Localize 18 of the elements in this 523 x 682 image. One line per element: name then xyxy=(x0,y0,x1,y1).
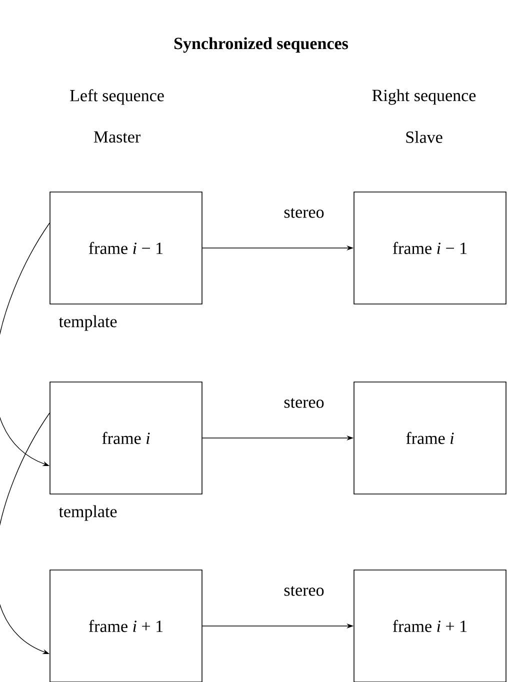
column-heading: Left sequence xyxy=(70,89,164,105)
edge-label: template xyxy=(58,314,118,332)
edge-label: stereo xyxy=(282,397,326,409)
curved-arrow xyxy=(0,412,50,654)
frame-box: frame i − 1 xyxy=(354,192,506,304)
frame-box: frame i − 1 xyxy=(50,192,202,304)
frame-box: frame i + 1 xyxy=(50,570,202,682)
curved-arrow xyxy=(0,222,50,466)
edge-label: stereo xyxy=(282,207,326,219)
frame-box: frame i xyxy=(354,382,506,494)
column-heading: Right sequence xyxy=(372,89,476,105)
column-heading: Master xyxy=(94,131,140,143)
frame-box: frame i xyxy=(50,382,202,494)
edge-label: stereo xyxy=(282,585,326,597)
frame-box: frame i + 1 xyxy=(354,570,506,682)
column-heading: Slave xyxy=(406,131,442,143)
edge-label: template xyxy=(58,504,118,522)
title: Synchronized sequences xyxy=(174,37,348,53)
